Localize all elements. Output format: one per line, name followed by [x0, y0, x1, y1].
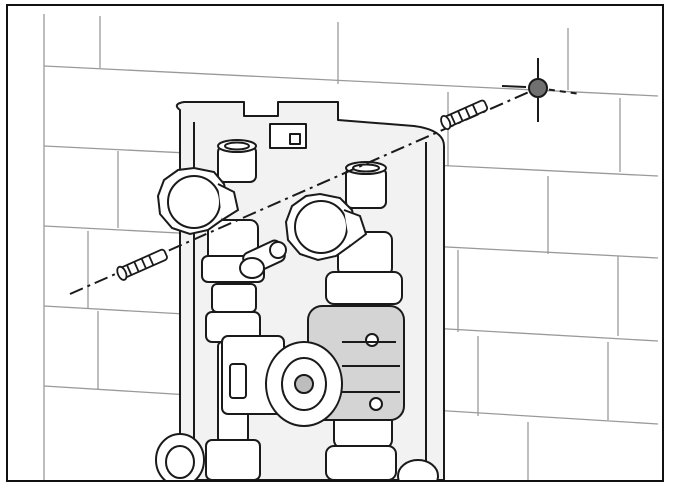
installation-drawing [43, 14, 659, 480]
bottom-left-fitting [155, 433, 205, 480]
wall-plug-icon [116, 248, 168, 281]
circulation-pump [221, 305, 405, 427]
wall-plug-icon [440, 99, 489, 130]
figure-frame [6, 4, 664, 482]
crosshair-icon [501, 58, 548, 122]
sensor-stub [239, 239, 287, 279]
right-valve-knob [284, 192, 368, 262]
left-valve-knob [156, 166, 240, 236]
